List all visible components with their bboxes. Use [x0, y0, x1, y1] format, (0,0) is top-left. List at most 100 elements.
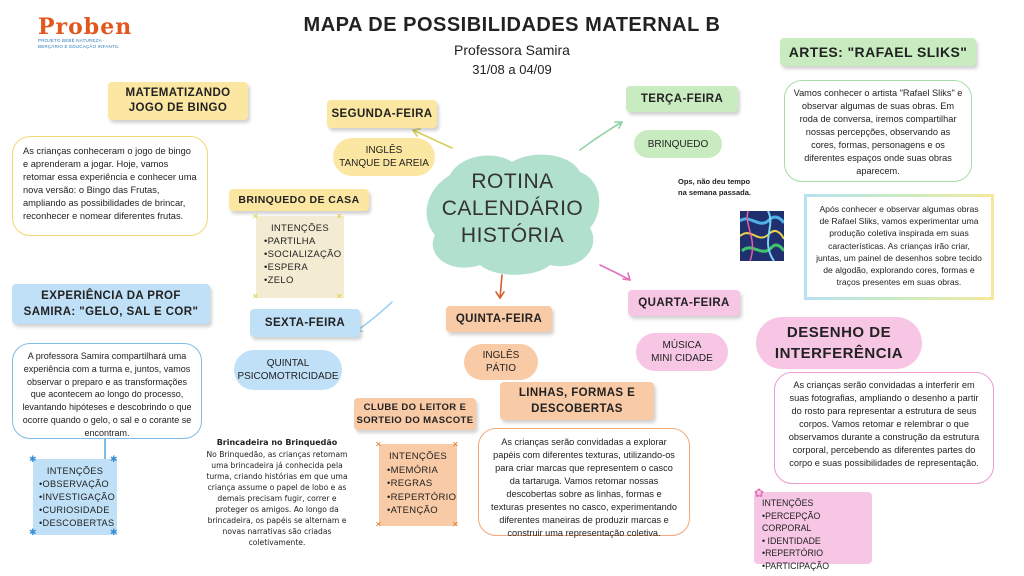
clube-title: CLUBE DO LEITOR E SORTEIO DO MASCOTE [354, 398, 476, 430]
sparkle-icon: ✕ [375, 520, 382, 529]
sparkle-icon: ✕ [452, 440, 459, 449]
clube-title-line-2: SORTEIO DO MASCOTE [356, 415, 474, 426]
cloud-terca: BRINQUEDO [634, 130, 722, 158]
matematizando-title: MATEMATIZANDO JOGO DE BINGO [108, 82, 248, 120]
desenho-title-line-1: DESENHO DE [786, 324, 892, 341]
segunda-item-2: TANQUE DE AREIA [339, 158, 429, 169]
artes-activity-box: Após conhecer e observar algumas obras d… [804, 194, 994, 300]
center-topic: ROTINA CALENDÁRIO HISTÓRIA [440, 168, 585, 249]
sparkle-icon: ✕ [252, 212, 259, 221]
experiencia-heading: INTENÇÕES [46, 466, 104, 476]
experiencia-text: A professora Samira compartilhará uma ex… [22, 351, 192, 438]
matematizando-title-line-2: JOGO DE BINGO [128, 102, 228, 114]
linhas-text: As crianças serão convidadas a explorar … [491, 437, 677, 538]
linhas-title: LINHAS, FORMAS E DESCOBERTAS [500, 382, 654, 420]
matematizando-title-line-1: MATEMATIZANDO [125, 87, 231, 99]
desenho-item-3: •REPERTÓRIO [762, 548, 824, 558]
center-cloud [426, 154, 600, 275]
brinquedo-casa-heading: INTENÇÕES [270, 223, 330, 234]
experiencia-title-line-1: EXPERIÊNCIA DA PROF [41, 290, 181, 302]
brinquedo-casa-item-4: •ZELO [264, 275, 294, 286]
sparkle-icon: ✱ [29, 527, 37, 537]
clube-item-1: •MEMÓRIA [387, 464, 439, 476]
clube-item-3: •REPERTÓRIO [387, 491, 457, 503]
sparkle-icon: ✱ [29, 454, 37, 464]
brinquedo-casa-title-text: BRINQUEDO DE CASA [238, 194, 360, 206]
matematizando-text: As crianças conheceram o jogo de bingo e… [23, 146, 197, 221]
page-subtitle: Professora Samira [454, 42, 570, 58]
cloud-quinta: INGLÊS PÁTIO [464, 344, 538, 380]
tag-quarta-feira: QUARTA-FEIRA [628, 290, 740, 316]
sparkle-icon: ✱ [110, 454, 118, 464]
clube-item-4: •ATENÇÃO [387, 505, 438, 516]
desenho-item-4: •PARTICIPAÇÃO [762, 560, 830, 571]
tag-quinta-feira: QUINTA-FEIRA [446, 306, 552, 332]
desenho-title-line-2: INTERFERÊNCIA [774, 345, 904, 362]
rafael-sliks-artwork-image [740, 211, 784, 261]
artes-text: Vamos conhecer o artista "Rafael Sliks" … [793, 88, 963, 176]
desenho-intencoes: INTENÇÕES •PERCEPÇÃO CORPORAL • IDENTIDA… [754, 492, 872, 571]
center-line-3: HISTÓRIA [460, 224, 565, 247]
experiencia-item-3: •CURIOSIDADE [39, 505, 110, 515]
clube-item-2: •REGRAS [387, 478, 433, 489]
desenho-title: DESENHO DE INTERFERÊNCIA [756, 317, 922, 369]
experiencia-item-2: •INVESTIGAÇÃO [39, 492, 116, 502]
sparkle-icon: ✕ [336, 212, 343, 221]
linhas-description: As crianças serão convidadas a explorar … [478, 428, 690, 538]
sexta-label: SEXTA-FEIRA [264, 317, 346, 329]
sexta-item-2: PSICOMOTRICIDADE [237, 371, 339, 382]
quinta-item-2: PÁTIO [485, 363, 516, 374]
segunda-item-1: INGLÊS [365, 145, 403, 156]
clube-heading: INTENÇÕES [388, 451, 448, 462]
brinquedo-casa-item-2: •SOCIALIZAÇÃO [264, 249, 342, 260]
sparkle-icon: ✕ [452, 520, 459, 529]
ops-note: Ops, não deu tempo na semana passada. [678, 177, 751, 197]
flower-icon: ✿ [754, 486, 765, 500]
cloud-quarta: MÚSICA MINI CIDADE [636, 333, 728, 371]
quarta-item-2: MINI CIDADE [651, 353, 713, 364]
sparkle-icon: ✕ [336, 292, 343, 301]
artes-description: Vamos conhecer o artista "Rafael Sliks" … [784, 80, 972, 182]
experiencia-description: A professora Samira compartilhará uma ex… [12, 343, 202, 439]
page-dates: 31/08 a 04/09 [472, 62, 552, 77]
quarta-label: QUARTA-FEIRA [638, 297, 730, 309]
artes-title-text: ARTES: "RAFAEL SLIKS" [788, 44, 968, 60]
tag-terca-feira: TERÇA-FEIRA [626, 86, 738, 112]
logo-text: Proben [38, 14, 133, 40]
experiencia-item-1: •OBSERVAÇÃO [39, 479, 109, 489]
experiencia-item-4: •DESCOBERTAS [39, 518, 115, 528]
connector-line [104, 439, 106, 459]
brinquedo-casa-item-1: •PARTILHA [264, 236, 316, 247]
artes-title: ARTES: "RAFAEL SLIKS" [780, 38, 976, 66]
brinquedo-casa-item-3: •ESPERA [264, 262, 308, 273]
brincadeira-text: No Brinquedão, as crianças retomam uma b… [206, 450, 348, 547]
page-title: MAPA DE POSSIBILIDADES MATERNAL B [303, 14, 721, 36]
brinquedo-casa-title: BRINQUEDO DE CASA [229, 189, 369, 211]
school-logo: Proben PROJETO BEBÊ NATUREZA · BERÇÁRIO … [38, 14, 133, 50]
cloud-segunda: INGLÊS TANQUE DE AREIA [333, 138, 435, 176]
clube-intencoes: INTENÇÕES •MEMÓRIA •REGRAS •REPERTÓRIO •… [379, 444, 457, 526]
brincadeira-title: Brincadeira no Brinquedão [216, 438, 338, 447]
tag-sexta-feira: SEXTA-FEIRA [250, 309, 360, 337]
sparkle-icon: ✕ [252, 292, 259, 301]
center-line-2: CALENDÁRIO [441, 197, 584, 220]
linhas-title-line-2: DESCOBERTAS [531, 403, 623, 415]
experiencia-title-line-2: SAMIRA: "GELO, SAL E COR" [23, 306, 199, 318]
clube-title-line-1: CLUBE DO LEITOR E [363, 402, 467, 413]
desenho-item-1: •PERCEPÇÃO CORPORAL [762, 510, 821, 534]
terca-label: TERÇA-FEIRA [640, 93, 724, 105]
sexta-item-1: QUINTAL [266, 358, 310, 369]
linhas-title-line-1: LINHAS, FORMAS E [518, 387, 636, 399]
center-line-1: ROTINA [471, 170, 554, 193]
segunda-label: SEGUNDA-FEIRA [331, 108, 433, 120]
artes-activity-text: Após conhecer e observar algumas obras d… [807, 197, 991, 297]
quinta-item-1: INGLÊS [482, 350, 520, 361]
sparkle-icon: ✱ [110, 527, 118, 537]
quinta-label: QUINTA-FEIRA [455, 313, 543, 325]
experiencia-title: EXPERIÊNCIA DA PROF SAMIRA: "GELO, SAL E… [12, 284, 210, 324]
brinquedo-casa-intencoes: INTENÇÕES •PARTILHA •SOCIALIZAÇÃO •ESPER… [256, 216, 344, 298]
desenho-heading: INTENÇÕES [762, 498, 814, 508]
experiencia-intencoes: INTENÇÕES •OBSERVAÇÃO •INVESTIGAÇÃO •CUR… [33, 459, 117, 535]
desenho-item-2: • IDENTIDADE [762, 535, 821, 546]
sparkle-icon: ✕ [375, 440, 382, 449]
